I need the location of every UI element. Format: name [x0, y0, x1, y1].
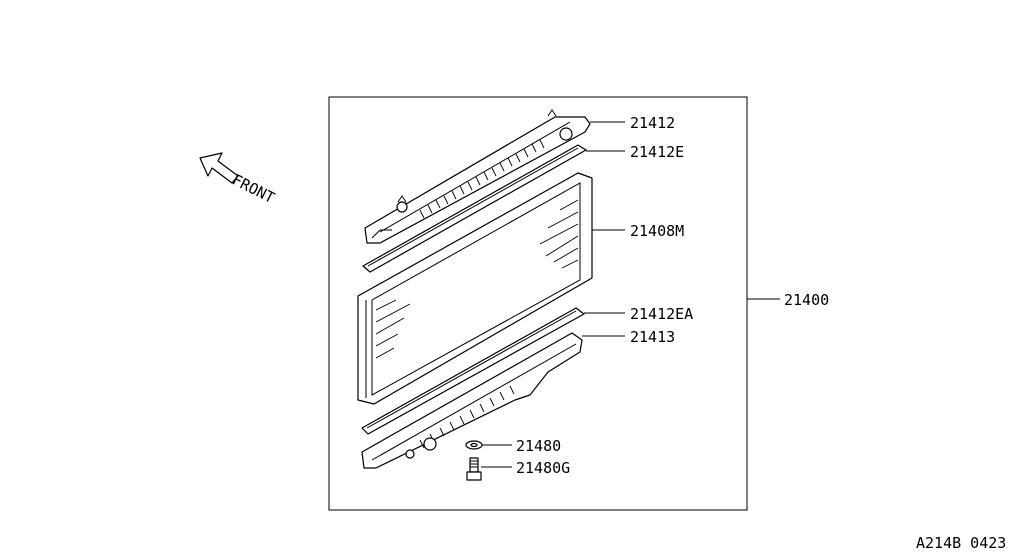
upper-tank-drawing — [364, 109, 591, 244]
front-label: FRONT — [229, 171, 277, 208]
part-number-label: 21413 — [630, 328, 675, 346]
part-number-label: 21480G — [516, 459, 570, 477]
lower-gasket-drawing — [361, 307, 585, 435]
leader-lines — [481, 121, 780, 468]
part-number-label: 21480 — [516, 437, 561, 455]
part-number-label: 21408M — [630, 222, 684, 240]
front-arrow-icon — [199, 152, 239, 184]
diagram-code: A214B 0423 — [916, 534, 1006, 552]
radiator-core-drawing — [357, 172, 593, 405]
drain-plug-drawing — [466, 457, 482, 481]
part-number-label: 21412E — [630, 143, 684, 161]
upper-gasket-drawing — [362, 144, 587, 273]
assembly-number-label: 21400 — [784, 291, 829, 309]
assembly-frame — [328, 96, 748, 511]
part-number-label: 21412EA — [630, 305, 693, 323]
lower-tank-drawing — [361, 332, 583, 469]
drain-washer-drawing — [465, 440, 483, 450]
part-number-label: 21412 — [630, 114, 675, 132]
